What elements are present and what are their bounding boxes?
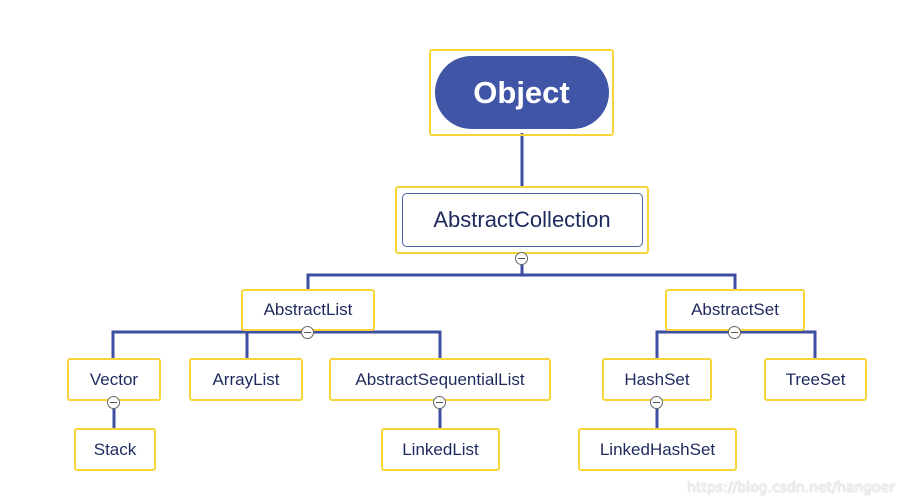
collapse-toggle-abstract-list[interactable] [301,326,314,339]
object-label: Object [434,56,609,129]
linked-hash-set-label: LinkedHashSet [599,439,716,459]
abstract-sequential-list-node[interactable]: AbstractSequentialList [329,358,551,401]
array-list-label: ArrayList [212,369,280,389]
tree-set-node[interactable]: TreeSet [764,358,867,401]
array-list-node[interactable]: ArrayList [189,358,303,401]
tree-set-label: TreeSet [785,369,846,389]
hash-set-node[interactable]: HashSet [602,358,712,401]
edge-collection-children [306,273,737,290]
abstract-collection-label: AbstractCollection [401,193,643,247]
hash-set-label: HashSet [624,369,690,389]
watermark: https://blog.csdn.net/hangoer [687,480,895,496]
abstract-collection-node[interactable]: AbstractCollection [395,186,649,254]
abstract-list-node[interactable]: AbstractList [241,289,375,331]
stack-label: Stack [93,439,137,459]
linked-list-label: LinkedList [402,439,479,459]
stack-node[interactable]: Stack [74,428,156,471]
collapse-toggle-vector[interactable] [107,396,120,409]
edge-list-children [111,330,442,360]
object-node[interactable]: Object [429,49,614,136]
abstract-set-node[interactable]: AbstractSet [665,289,805,331]
collapse-toggle-abstract-set[interactable] [728,326,741,339]
vector-label: Vector [89,369,139,389]
collapse-toggle-hash-set[interactable] [650,396,663,409]
abstract-set-label: AbstractSet [691,300,779,319]
collapse-toggle-seq-list[interactable] [433,396,446,409]
collapse-toggle-collection[interactable] [515,252,528,265]
linked-list-node[interactable]: LinkedList [381,428,500,471]
abstract-sequential-list-label: AbstractSequentialList [355,369,525,389]
vector-node[interactable]: Vector [67,358,161,401]
abstract-list-label: AbstractList [263,300,353,319]
linked-hash-set-node[interactable]: LinkedHashSet [578,428,737,471]
